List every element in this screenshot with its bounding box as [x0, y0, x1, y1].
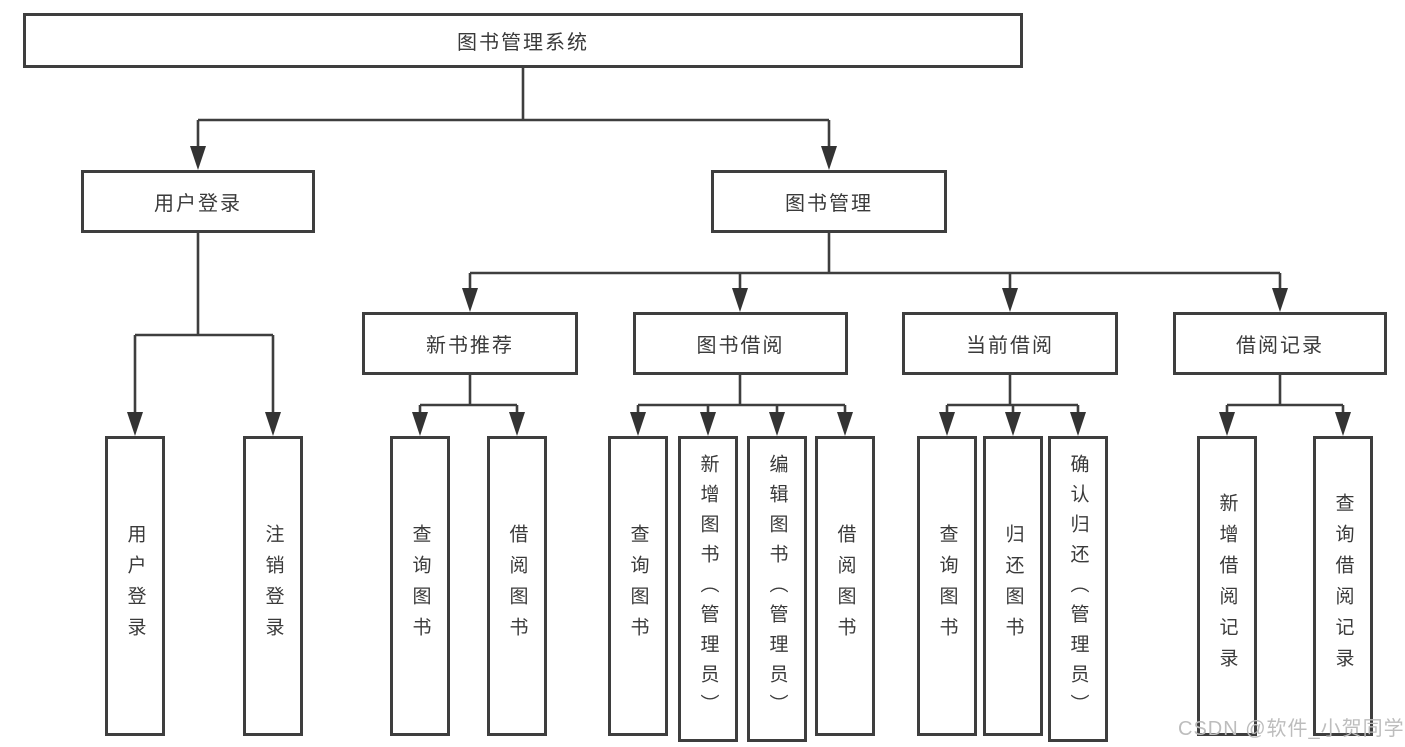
node-label: 图书管理 — [785, 193, 873, 215]
node-label: 图书管理系统 — [457, 32, 589, 54]
leaf-label: 新增图书（管理员） — [697, 454, 719, 724]
leaf-label: 用户登录 — [124, 524, 146, 648]
leaf-return-books: 归还图书 — [983, 436, 1043, 736]
node-borrow-records: 借阅记录 — [1173, 312, 1387, 375]
leaf-add-books-admin: 新增图书（管理员） — [678, 436, 738, 742]
leaf-label: 编辑图书（管理员） — [766, 454, 788, 724]
node-label: 当前借阅 — [966, 335, 1054, 357]
leaf-label: 借阅图书 — [506, 524, 528, 648]
leaf-label: 注销登录 — [262, 524, 284, 648]
arrowheads — [127, 146, 1351, 436]
csdn-watermark: CSDN @软件_小贺同学 — [1178, 718, 1405, 740]
leaf-logout: 注销登录 — [243, 436, 303, 736]
node-book-management: 图书管理 — [711, 170, 947, 233]
node-book-borrow: 图书借阅 — [633, 312, 848, 375]
node-library-management-system: 图书管理系统 — [23, 13, 1023, 68]
leaf-label: 查询图书 — [936, 524, 958, 648]
leaf-query-books-3: 查询图书 — [917, 436, 977, 736]
node-label: 新书推荐 — [426, 335, 514, 357]
leaf-label: 查询借阅记录 — [1332, 493, 1354, 679]
leaf-label: 查询图书 — [409, 524, 431, 648]
leaf-label: 查询图书 — [627, 524, 649, 648]
node-new-book-recommend: 新书推荐 — [362, 312, 578, 375]
leaf-label: 确认归还（管理员） — [1067, 454, 1089, 724]
leaf-query-borrow-record: 查询借阅记录 — [1313, 436, 1373, 736]
leaf-user-login: 用户登录 — [105, 436, 165, 736]
leaf-query-books-2: 查询图书 — [608, 436, 668, 736]
node-user-login: 用户登录 — [81, 170, 315, 233]
leaf-query-books-1: 查询图书 — [390, 436, 450, 736]
leaf-edit-books-admin: 编辑图书（管理员） — [747, 436, 807, 742]
node-label: 图书借阅 — [696, 335, 785, 357]
leaf-label: 归还图书 — [1002, 524, 1024, 648]
leaf-borrow-books-1: 借阅图书 — [487, 436, 547, 736]
leaf-label: 借阅图书 — [834, 524, 856, 648]
leaf-confirm-return-admin: 确认归还（管理员） — [1048, 436, 1108, 742]
node-label: 用户登录 — [154, 193, 242, 215]
node-label: 借阅记录 — [1236, 335, 1324, 357]
leaf-label: 新增借阅记录 — [1216, 493, 1238, 679]
leaf-add-borrow-record: 新增借阅记录 — [1197, 436, 1257, 736]
node-current-borrow: 当前借阅 — [902, 312, 1118, 375]
leaf-borrow-books-2: 借阅图书 — [815, 436, 875, 736]
